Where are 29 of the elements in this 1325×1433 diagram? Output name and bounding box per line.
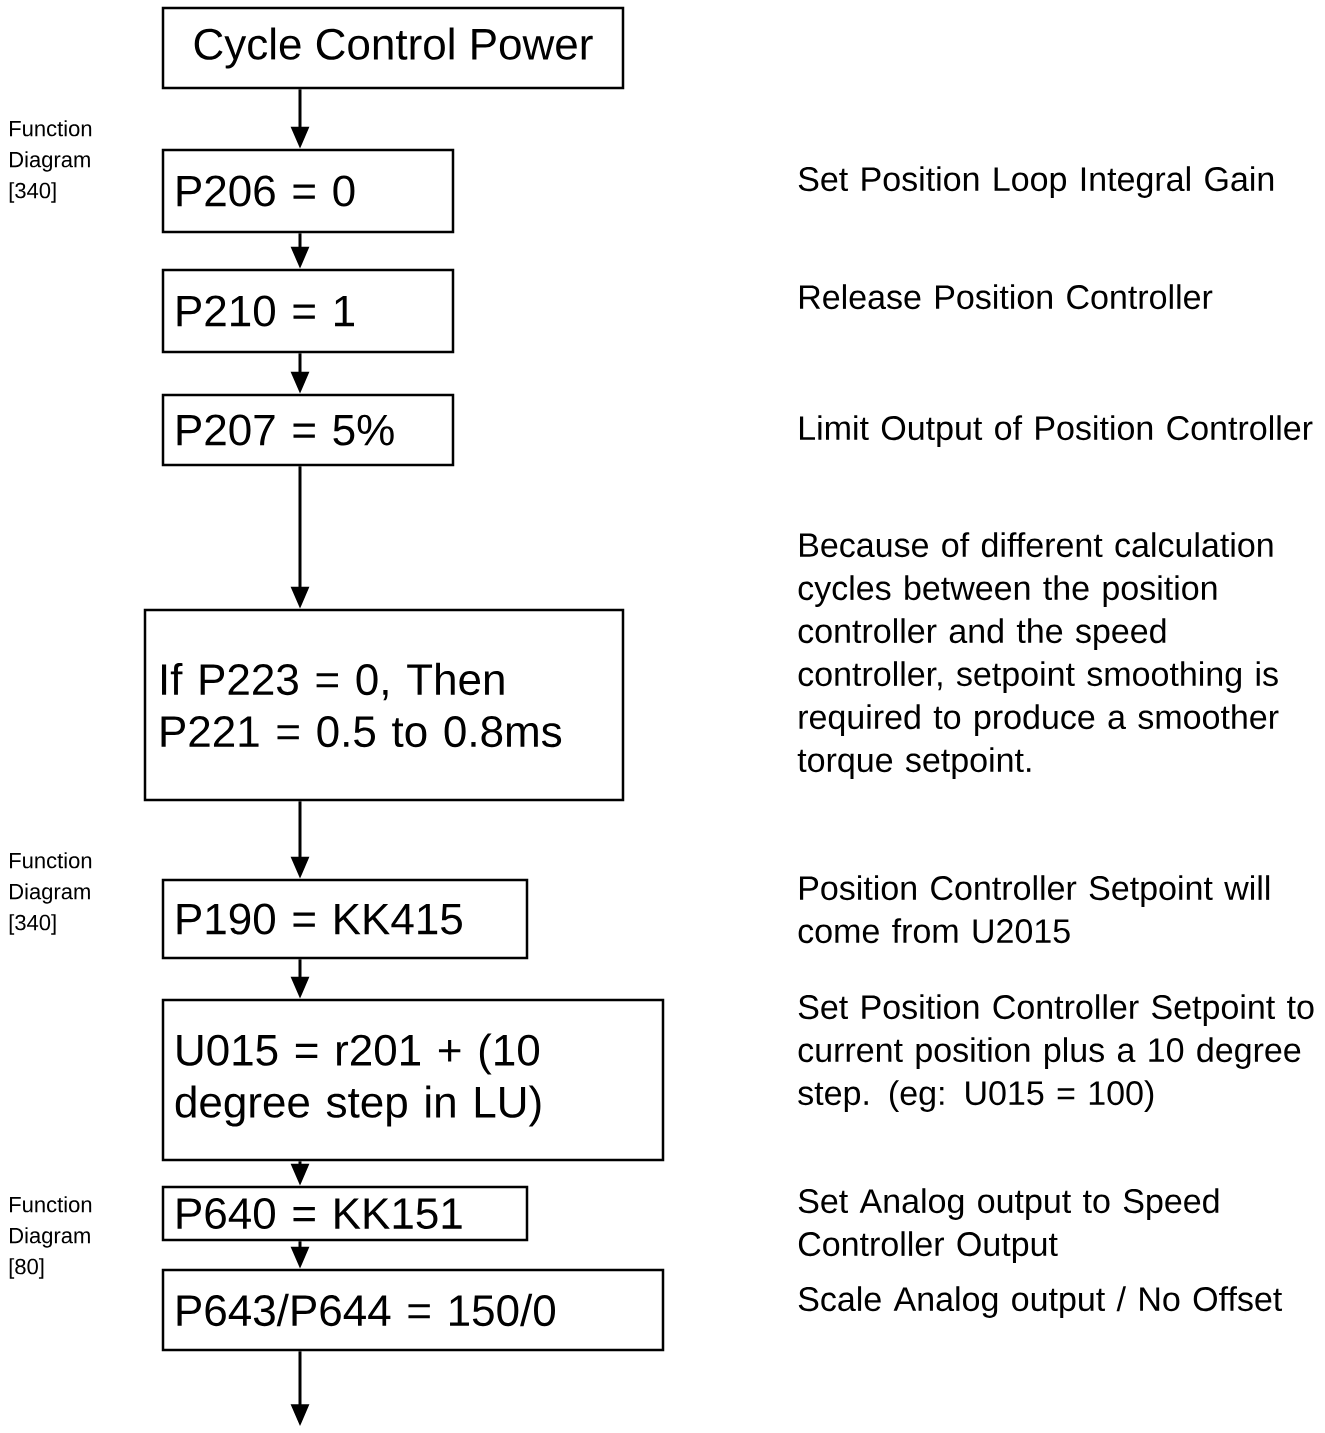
process-box	[143, 608, 625, 802]
node-label: P643/P644 = 150/0	[177, 1293, 556, 1327]
note-text: Set Position Loop Integral Gain	[798, 166, 1274, 198]
node-label: If P223 = 0, Then P221 = 0.5 to 0.8ms	[161, 662, 562, 748]
node-label: P640 = KK151	[177, 1197, 462, 1230]
note-text: Scale Analog output / No Offset	[798, 1286, 1282, 1318]
process-box	[161, 1185, 529, 1242]
side-note: Function Diagram [340]	[9, 852, 92, 935]
process-box	[161, 148, 455, 234]
node-label: U015 = r201 + (10 degree step in LU)	[175, 1033, 541, 1127]
node-label: P206 = 0	[177, 175, 355, 207]
node-label: Cycle Control Power	[194, 27, 593, 69]
note-text: Limit Output of Position Controller	[800, 415, 1313, 447]
note-text: Position Controller Setpoint will come from U2015	[798, 875, 1270, 944]
note-text: Release Position Controller	[800, 284, 1213, 310]
side-note: Function Diagram [340]	[9, 120, 92, 203]
note-text: Set Analog output to Speed Controller Output	[798, 1188, 1219, 1263]
node-label: P190 = KK415	[177, 903, 462, 935]
node-label: P207 = 5%	[177, 414, 394, 446]
process-box	[161, 6, 625, 90]
process-box	[161, 878, 529, 960]
process-box	[161, 393, 455, 467]
note-text: Because of different calculation cycles between the position controller and the speed controller, setpoint smoothing is required to produce a smoother torque setpoint.	[797, 532, 1279, 779]
node-label: P210 = 1	[177, 295, 355, 327]
process-box	[161, 268, 455, 354]
process-box	[161, 998, 665, 1162]
side-note: Function Diagram [80]	[9, 1196, 92, 1279]
process-box	[161, 1268, 665, 1352]
note-text: Set Position Controller Setpoint to current position plus a 10 degree step. (eg: U015 = 100)	[798, 994, 1314, 1112]
